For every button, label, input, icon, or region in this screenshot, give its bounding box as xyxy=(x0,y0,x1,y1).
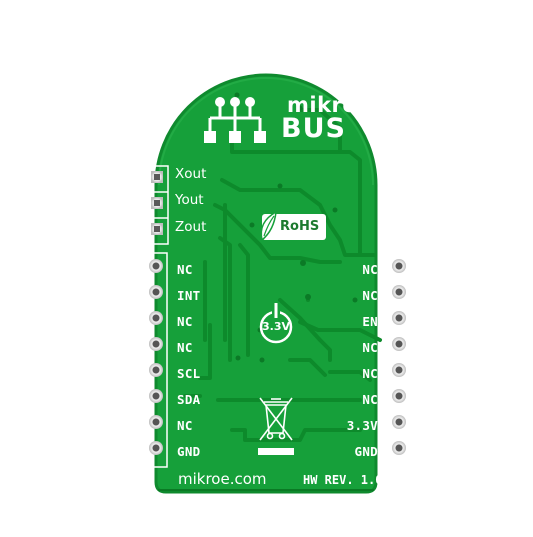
logo-bus: BUS xyxy=(281,113,346,144)
left-pin-label: INT xyxy=(177,288,201,303)
revision-label: HW REV. 1.0U xyxy=(303,473,390,487)
left-pin-label: NC xyxy=(177,314,193,329)
right-pin-label: NC xyxy=(362,262,378,277)
right-pin-label: NC xyxy=(362,288,378,303)
axis-pads xyxy=(151,171,163,235)
left-header-pads xyxy=(149,259,163,455)
header-pin-hole xyxy=(395,262,403,270)
header-pin-hole xyxy=(395,418,403,426)
left-pin-label: NC xyxy=(177,262,193,277)
left-pin-label: NC xyxy=(177,418,193,433)
rohs-label: RoHS xyxy=(280,219,320,234)
pcb-board xyxy=(154,73,378,494)
right-pin-label: NC xyxy=(362,366,378,381)
left-pin-label: NC xyxy=(177,340,193,355)
header-pin-hole xyxy=(152,340,160,348)
mikrobus-network-icon xyxy=(204,97,266,143)
header-pin-hole xyxy=(152,392,160,400)
header-pin-hole xyxy=(395,392,403,400)
header-pin-hole xyxy=(395,366,403,374)
axis-label-y: Yout xyxy=(175,192,204,208)
header-pin-hole xyxy=(152,418,160,426)
right-pin-label: NC xyxy=(362,392,378,407)
rohs-badge xyxy=(260,210,326,242)
header-pin-hole xyxy=(152,444,160,452)
left-pin-label: SCL xyxy=(177,366,201,381)
header-pin-hole xyxy=(152,288,160,296)
header-pin-hole xyxy=(395,288,403,296)
left-header xyxy=(144,252,168,468)
header-pin-hole xyxy=(395,314,403,322)
left-pin-label: SDA xyxy=(177,392,201,407)
right-pin-label: NC xyxy=(362,340,378,355)
logo-mikro: mikro xyxy=(287,93,358,117)
right-header-pads xyxy=(392,259,406,455)
header-pin-hole xyxy=(152,366,160,374)
axis-header xyxy=(145,165,169,245)
website-label: mikroe.com xyxy=(178,470,267,488)
header-pin-hole xyxy=(395,444,403,452)
axis-label-x: Xout xyxy=(175,166,207,182)
power-icon xyxy=(259,302,293,344)
left-pin-label: GND xyxy=(177,444,201,459)
right-header xyxy=(387,252,411,468)
right-pin-label: EN xyxy=(362,314,378,329)
header-pin-hole xyxy=(395,340,403,348)
header-pin-hole xyxy=(152,262,160,270)
weee-bar xyxy=(258,448,294,455)
weee-bin-icon xyxy=(259,397,293,441)
header-pin-hole xyxy=(152,314,160,322)
right-pin-label: 3.3V xyxy=(346,418,378,433)
axis-label-z: Zout xyxy=(175,219,207,235)
right-pin-label: GND xyxy=(354,444,378,459)
voltage-badge-label: 3.3V xyxy=(262,320,290,333)
